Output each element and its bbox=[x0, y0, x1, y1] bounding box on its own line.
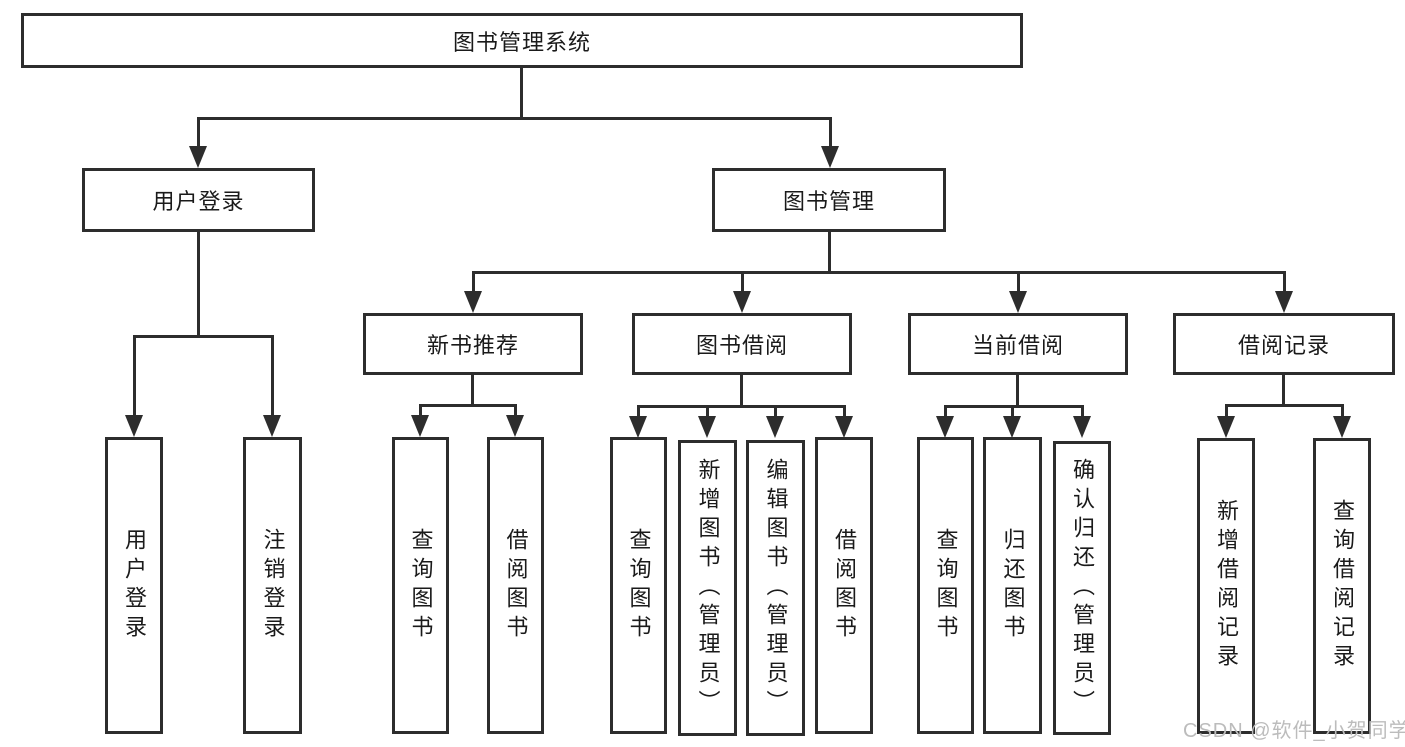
arrowhead-cb-leaf2 bbox=[1003, 416, 1021, 438]
connector-borrow-record-rail bbox=[1225, 404, 1344, 407]
connector-bb-leaf1-stub bbox=[637, 405, 640, 418]
node-borrow-record: 借阅记录 bbox=[1173, 313, 1395, 375]
connector-cb-leaf2-stub bbox=[1011, 405, 1014, 418]
leaf-cb-confirm-return-admin: 确认归还（管理员） bbox=[1053, 441, 1111, 735]
connector-borrow-record-down bbox=[1282, 375, 1285, 407]
arrowhead-br-leaf2 bbox=[1333, 416, 1351, 438]
connector-root-stem bbox=[520, 66, 523, 118]
arrowhead-borrow-record bbox=[1275, 291, 1293, 313]
node-new-book-recommend: 新书推荐 bbox=[363, 313, 583, 375]
leaf-bb-borrow-book: 借阅图书 bbox=[815, 437, 873, 734]
leaf-br-query-borrow-record: 查询借阅记录 bbox=[1313, 438, 1371, 734]
connector-cb-leaf1-stub bbox=[944, 405, 947, 418]
connector-book-borrow-stub bbox=[741, 271, 744, 293]
arrowhead-user-login bbox=[189, 146, 207, 168]
arrowhead-br-leaf1 bbox=[1217, 416, 1235, 438]
arrowhead-cb-leaf3 bbox=[1073, 416, 1091, 438]
arrowhead-current-borrow bbox=[1009, 291, 1027, 313]
connector-bb-leaf4-stub bbox=[843, 405, 846, 418]
leaf-bb-query-book: 查询图书 bbox=[610, 437, 667, 734]
leaf-logout: 注销登录 bbox=[243, 437, 302, 734]
arrowhead-bb-leaf3 bbox=[766, 416, 784, 438]
connector-login-leaf2-stub bbox=[271, 335, 274, 417]
node-library-management-system: 图书管理系统 bbox=[21, 13, 1023, 68]
connector-br-leaf2-stub bbox=[1341, 404, 1344, 418]
arrowhead-bb-leaf4 bbox=[835, 416, 853, 438]
connector-book-borrow-rail bbox=[637, 405, 846, 408]
connector-nb-leaf1-stub bbox=[419, 404, 422, 418]
arrowhead-cb-leaf1 bbox=[936, 416, 954, 438]
connector-cb-leaf3-stub bbox=[1081, 405, 1084, 418]
connector-book-mgmt-down bbox=[828, 232, 831, 274]
connector-bb-leaf3-stub bbox=[774, 405, 777, 418]
leaf-nb-borrow-book: 借阅图书 bbox=[487, 437, 544, 734]
node-current-borrow: 当前借阅 bbox=[908, 313, 1128, 375]
connector-bb-leaf2-stub bbox=[706, 405, 709, 418]
node-user-login: 用户登录 bbox=[82, 168, 315, 232]
leaf-bb-add-book-admin: 新增图书（管理员） bbox=[678, 440, 737, 736]
leaf-br-add-borrow-record: 新增借阅记录 bbox=[1197, 438, 1255, 734]
connector-nb-leaf2-stub bbox=[514, 404, 517, 418]
connector-new-book-stub bbox=[472, 271, 475, 293]
node-book-borrow: 图书借阅 bbox=[632, 313, 852, 375]
connector-user-login-down bbox=[197, 232, 200, 338]
connector-user-login-rail bbox=[133, 335, 274, 338]
arrowhead-nb-leaf1 bbox=[411, 415, 429, 437]
arrowhead-bb-leaf2 bbox=[698, 416, 716, 438]
connector-book-mgmt-rail bbox=[472, 271, 1286, 274]
arrowhead-book-borrow bbox=[733, 291, 751, 313]
leaf-nb-query-book: 查询图书 bbox=[392, 437, 449, 734]
arrowhead-new-book bbox=[464, 291, 482, 313]
connector-new-book-rail bbox=[419, 404, 517, 407]
arrowhead-bb-leaf1 bbox=[629, 416, 647, 438]
connector-login-leaf1-stub bbox=[133, 335, 136, 417]
leaf-cb-query-book: 查询图书 bbox=[917, 437, 974, 734]
connector-current-borrow-rail bbox=[944, 405, 1084, 408]
arrowhead-book-mgmt bbox=[821, 146, 839, 168]
connector-borrow-record-stub bbox=[1283, 271, 1286, 293]
leaf-user-login: 用户登录 bbox=[105, 437, 163, 734]
node-book-management: 图书管理 bbox=[712, 168, 946, 232]
connector-current-borrow-stub bbox=[1017, 271, 1020, 293]
csdn-watermark: CSDN @软件_小贺同学 bbox=[1183, 720, 1405, 742]
connector-user-login-stub bbox=[197, 117, 200, 148]
connector-book-mgmt-stub bbox=[829, 117, 832, 148]
connector-br-leaf1-stub bbox=[1225, 404, 1228, 418]
arrowhead-login-leaf1 bbox=[125, 415, 143, 437]
arrowhead-nb-leaf2 bbox=[506, 415, 524, 437]
connector-book-borrow-down bbox=[740, 375, 743, 408]
leaf-bb-edit-book-admin: 编辑图书（管理员） bbox=[746, 440, 805, 736]
connector-current-borrow-down bbox=[1016, 375, 1019, 408]
arrowhead-login-leaf2 bbox=[263, 415, 281, 437]
connector-root-rail bbox=[197, 117, 831, 120]
connector-new-book-down bbox=[471, 375, 474, 407]
leaf-cb-return-book: 归还图书 bbox=[983, 437, 1042, 734]
